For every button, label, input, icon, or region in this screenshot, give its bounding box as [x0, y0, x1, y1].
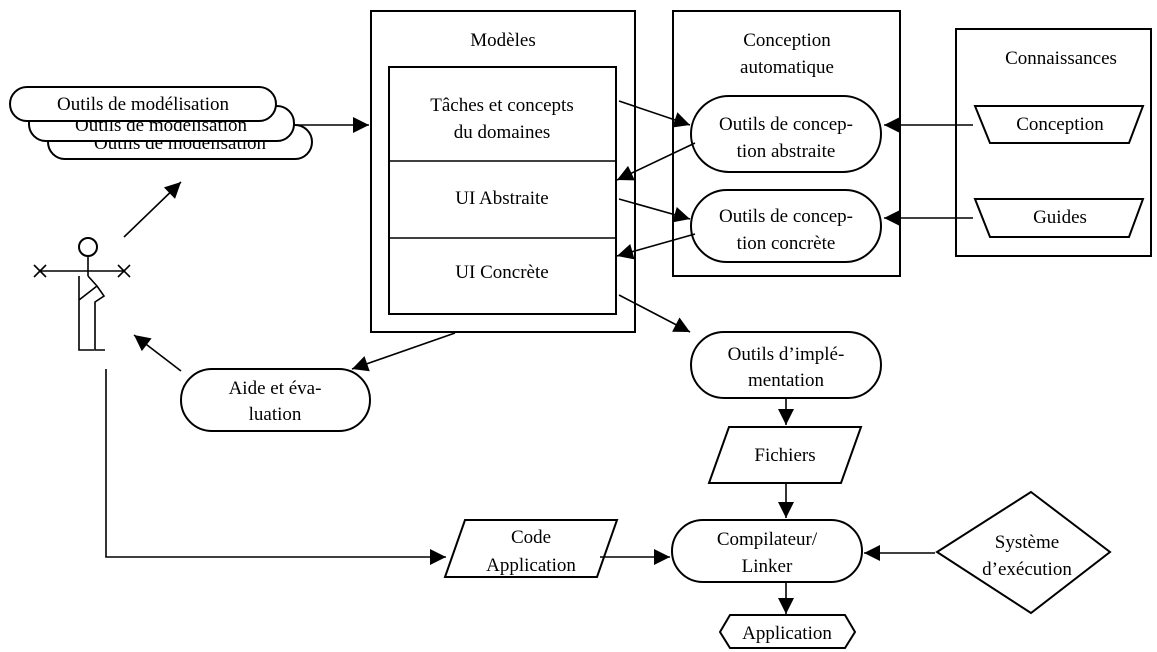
- panel-connaissances-title: Connaissances: [1005, 48, 1117, 69]
- tool-implementation: Outils d’implé- mentation: [690, 331, 882, 399]
- tool-conception-abstraite: Outils de concep- tion abstraite: [690, 95, 882, 173]
- tool-aide-line1: Aide et éva-: [229, 378, 322, 399]
- panel-modeles-title: Modèles: [470, 30, 535, 51]
- data-systeme-line2: d’exécution: [982, 559, 1072, 580]
- knowledge-conception: Conception: [973, 105, 1145, 144]
- tool-implementation-line2: mentation: [748, 370, 824, 391]
- user-stick-figure-icon: [33, 237, 131, 351]
- tool-compilateur-line2: Linker: [742, 556, 793, 577]
- model-ui-abstraite: UI Abstraite: [455, 188, 548, 209]
- tool-aide-line2: luation: [249, 404, 302, 425]
- data-code-application: Code Application: [443, 519, 619, 578]
- tool-modelisation-stack: Outils de modélisation Outils de modélis…: [9, 86, 313, 160]
- tool-conception-abstraite-line1: Outils de concep-: [719, 114, 853, 135]
- tool-modelisation: Outils de modélisation: [57, 94, 230, 115]
- tool-conception-concrete-line1: Outils de concep-: [719, 206, 853, 227]
- data-systeme-line1: Système: [995, 532, 1059, 553]
- data-application: Application: [718, 614, 857, 649]
- data-systeme-execution: Système d’exécution: [935, 490, 1112, 615]
- tool-conception-concrete-line2: tion concrète: [737, 233, 836, 254]
- tool-conception-concrete: Outils de concep- tion concrète: [690, 189, 882, 263]
- panel-conception-title-line1: Conception: [743, 30, 831, 51]
- tool-compilateur: Compilateur/ Linker: [671, 519, 863, 583]
- data-application-label: Application: [742, 623, 832, 644]
- tool-conception-abstraite-line2: tion abstraite: [737, 141, 836, 162]
- data-fichiers: Fichiers: [707, 426, 863, 484]
- model-ui-concrete: UI Concrète: [455, 262, 548, 283]
- tool-compilateur-line1: Compilateur/: [717, 529, 818, 550]
- data-code-line2: Application: [486, 555, 576, 576]
- panel-conception-title-line2: automatique: [740, 57, 834, 78]
- data-code-line1: Code: [511, 527, 551, 548]
- connectors: [105, 100, 973, 614]
- tool-aide-evaluation: Aide et éva- luation: [180, 368, 371, 432]
- knowledge-guides: Guides: [973, 198, 1145, 238]
- knowledge-guides-label: Guides: [1033, 207, 1087, 228]
- panel-models-stack: Tâches et concepts du domaines UI Abstra…: [388, 66, 617, 315]
- model-taches-line2: du domaines: [454, 122, 551, 143]
- knowledge-conception-label: Conception: [1016, 114, 1104, 135]
- data-fichiers-label: Fichiers: [754, 445, 815, 466]
- tool-implementation-line1: Outils d’implé-: [728, 344, 845, 365]
- model-taches-line1: Tâches et concepts: [430, 95, 573, 116]
